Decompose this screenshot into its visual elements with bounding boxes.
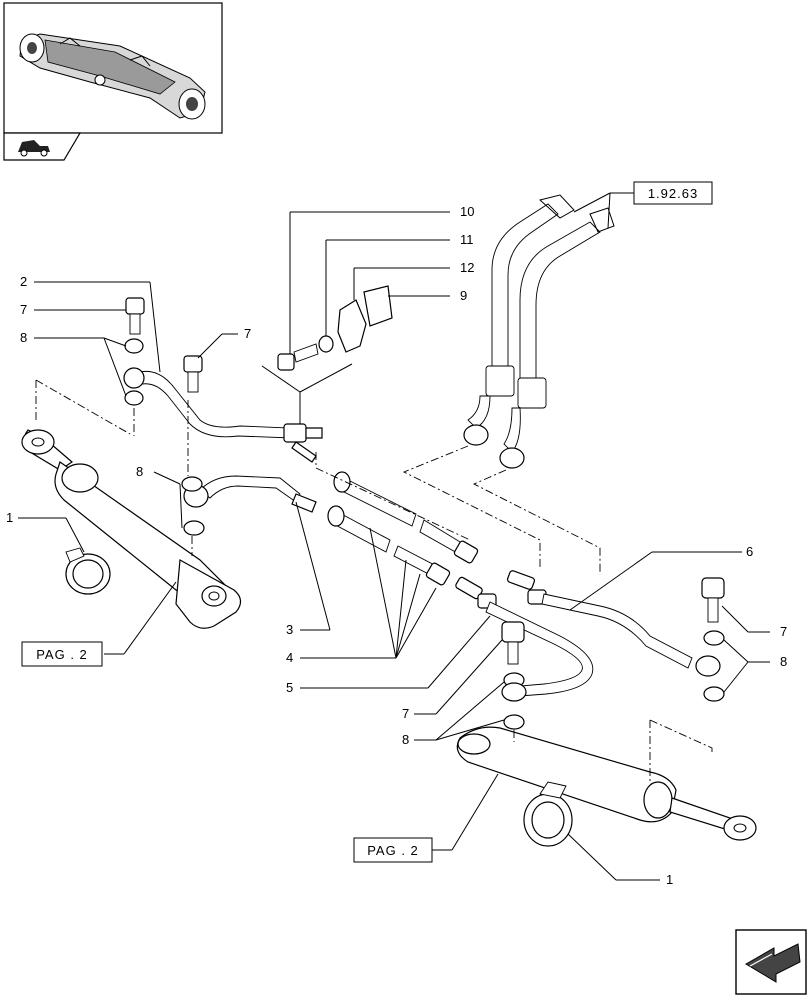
bolt-right <box>701 577 725 623</box>
pipe-connectors <box>455 570 547 609</box>
callout-2: 2 <box>20 274 27 289</box>
callout-8-lower: 8 <box>402 732 409 747</box>
clamp-ring-right <box>523 781 573 847</box>
bolt-lower-center <box>501 621 525 665</box>
callout-6: 6 <box>746 544 753 559</box>
washer-stack-right <box>703 630 725 702</box>
bolt-upper-left <box>125 297 145 335</box>
callout-11: 11 <box>460 232 474 247</box>
page-ref-left[interactable]: PAG . 2 <box>21 641 103 667</box>
washer-stack-lower-center <box>501 672 527 730</box>
callout-5: 5 <box>286 680 293 695</box>
return-hoses <box>402 194 615 575</box>
callout-8-right: 8 <box>780 654 787 669</box>
washer-stack-middle-left <box>181 476 205 536</box>
rigid-pipe-upper <box>123 367 293 439</box>
reference-label: 1.92.63 <box>648 186 698 201</box>
section-tab <box>3 132 82 161</box>
page-ref-right[interactable]: PAG . 2 <box>353 837 433 863</box>
reference-box-top[interactable]: 1.92.63 <box>633 181 713 205</box>
next-page-button[interactable] <box>735 929 807 995</box>
left-steering-cylinder <box>21 379 242 629</box>
rigid-pipe-middle <box>183 475 317 513</box>
clamp-ring-left <box>65 547 111 595</box>
right-steering-cylinder <box>456 719 757 841</box>
bracket-washer <box>318 335 334 353</box>
callout-10: 10 <box>460 204 474 219</box>
callout-7-middle: 7 <box>244 326 251 341</box>
callout-8-middle: 8 <box>136 464 143 479</box>
callout-7-lower: 7 <box>402 706 409 721</box>
axle-assembly-icon <box>19 33 206 120</box>
callout-1-left: 1 <box>6 510 13 525</box>
callout-7-upper-left: 7 <box>20 302 27 317</box>
page-ref-right-label: PAG . 2 <box>367 843 419 858</box>
flexible-hoses <box>327 471 479 586</box>
callout-labels: 10 11 12 9 2 7 8 7 8 1 3 4 5 6 7 8 7 8 1 <box>6 204 787 887</box>
rigid-pipe-5 <box>485 601 594 697</box>
callout-8-upper-left: 8 <box>20 330 27 345</box>
callout-7-right: 7 <box>780 624 787 639</box>
tractor-section-icon <box>18 140 50 157</box>
bracket-clamp <box>337 285 393 353</box>
bracket-bolt <box>277 343 319 371</box>
callout-12: 12 <box>460 260 474 275</box>
bolt-middle-left <box>183 355 203 393</box>
leader-lines <box>18 211 770 881</box>
next-page-arrow-icon <box>745 943 801 983</box>
callout-1-right: 1 <box>666 872 673 887</box>
tee-fitting <box>283 423 323 463</box>
axle-thumbnail <box>3 2 223 134</box>
rigid-pipe-6 <box>541 593 721 677</box>
callout-3: 3 <box>286 622 293 637</box>
callout-9: 9 <box>460 288 467 303</box>
callout-4: 4 <box>286 650 293 665</box>
page-ref-left-label: PAG . 2 <box>36 647 88 662</box>
